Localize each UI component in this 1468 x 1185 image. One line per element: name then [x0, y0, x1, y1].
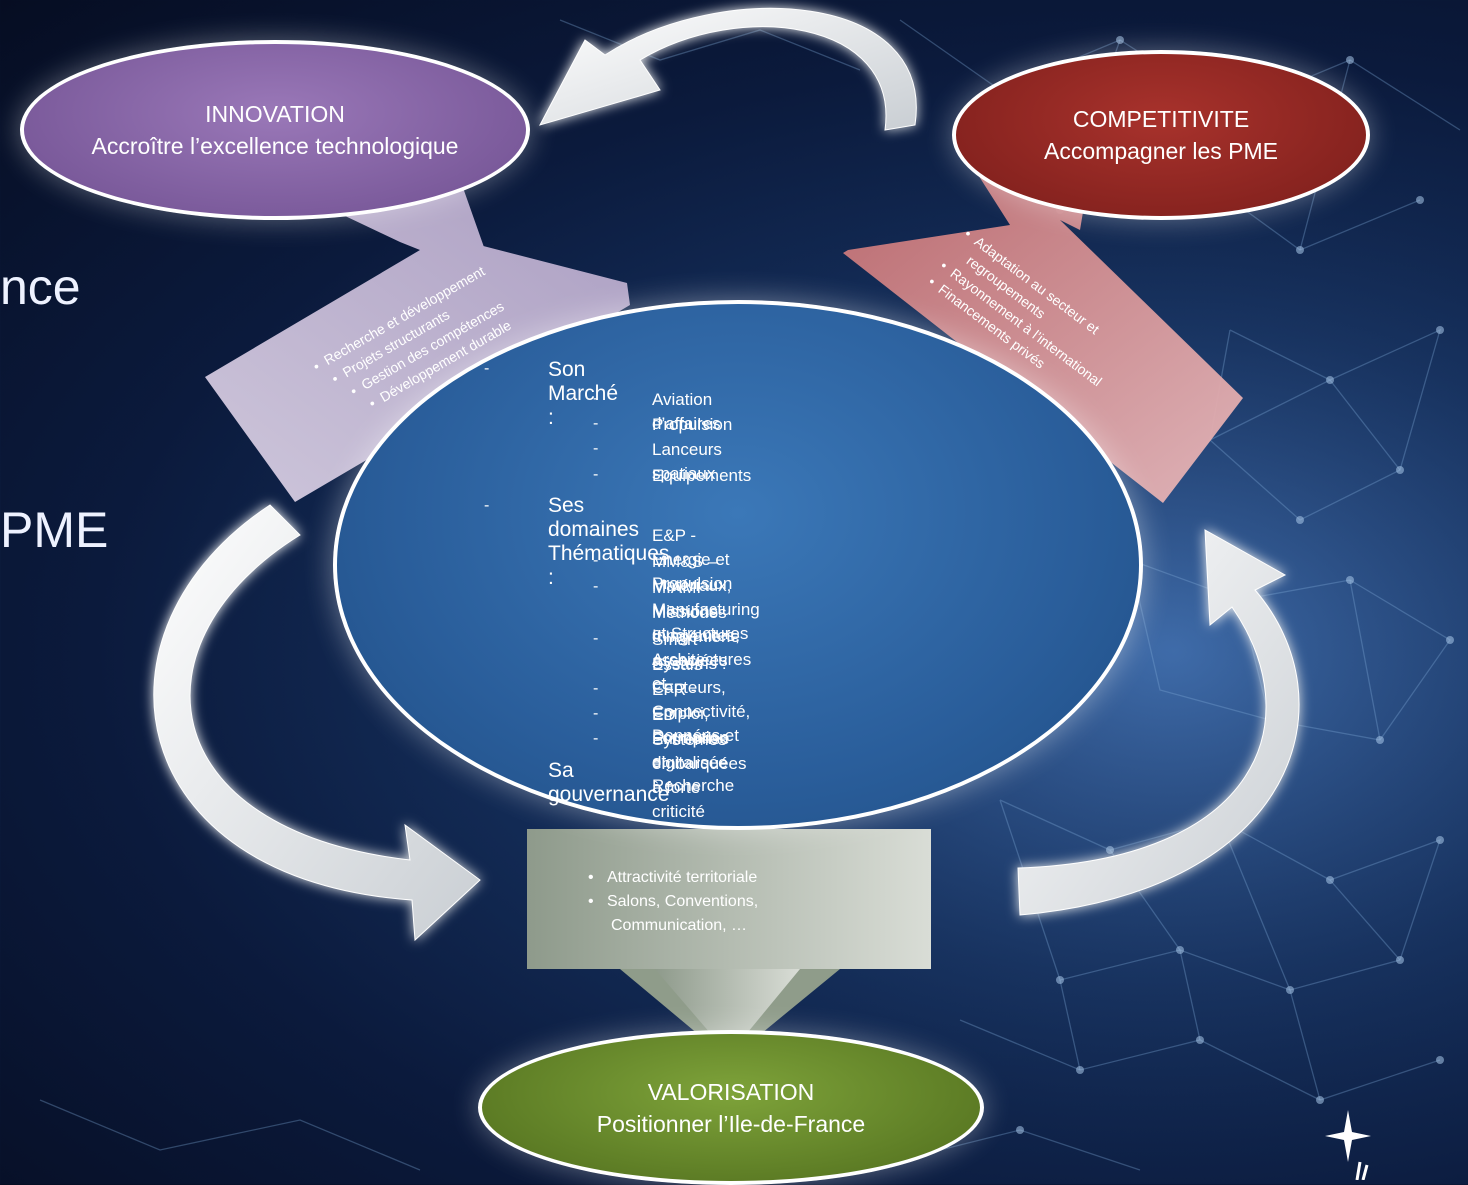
dash: -: [593, 680, 599, 697]
valorisation-node: VALORISATION Positionner l’Ile-de-France: [478, 1030, 984, 1185]
dash: -: [593, 630, 599, 647]
valorisation-item: • Salons, Conventions,: [588, 893, 759, 910]
bullet: •: [310, 358, 323, 375]
dash: -: [593, 466, 599, 483]
competitivite-node: COMPETITIVITE Accompagner les PME: [952, 50, 1370, 220]
marche-item: Aviation d’affaires: [652, 390, 721, 433]
arrow-top: [539, 7, 917, 131]
domaine-item: Systèmes embarquées à forte criticité: [652, 730, 747, 821]
marche-item: Lanceurs spatiaux: [652, 440, 722, 483]
bullet: •: [347, 382, 360, 400]
competitivite-title: COMPETITIVITE: [1072, 106, 1250, 132]
dash: -: [484, 360, 490, 377]
dash: -: [593, 526, 599, 543]
valorisation-title: VALORISATION: [647, 1078, 815, 1105]
dash: -: [593, 390, 599, 407]
bullet: •: [937, 257, 951, 274]
dash: -: [593, 730, 599, 747]
bullet: •: [366, 395, 379, 412]
dash: -: [593, 440, 599, 457]
bullet: •: [961, 225, 975, 242]
dash: -: [593, 552, 599, 569]
valorisation-item: • Attractivité territoriale: [588, 869, 758, 886]
bullet: •: [925, 273, 939, 290]
innovation-node: INNOVATION Accroître l’excellence techno…: [20, 40, 530, 220]
marche-label: Son Marché :: [548, 358, 619, 429]
marche-item: Equipements: [652, 466, 752, 485]
domaines-label: Ses domaines Thématiques :: [548, 494, 670, 589]
sparkle-logo-icon: [1325, 1110, 1371, 1180]
innovation-title: INNOVATION: [205, 101, 345, 127]
background-text-1: nce: [0, 259, 81, 315]
arrow-left: [153, 504, 481, 942]
dash: -: [484, 497, 490, 514]
gouvernance-label: Sa gouvernance: [548, 759, 670, 806]
valorisation-subtitle: Positionner l’Ile-de-France: [596, 1110, 866, 1137]
marche-item: Propulsion: [652, 415, 733, 434]
innovation-subtitle: Accroître l’excellence technologique: [91, 133, 459, 159]
competitivite-subtitle: Accompagner les PME: [1044, 138, 1278, 164]
dash: -: [593, 415, 599, 432]
domaine-item-continued: Essais: [652, 655, 703, 674]
domaine-item: MIAMI – Missions Innovantes, Architectur…: [652, 578, 752, 693]
domaine-item-continued: Méthodes d’Ingénierie associées: [652, 603, 740, 670]
domaine-item: Smart Systems : Capteurs, Connectivité, …: [652, 630, 751, 745]
valorisation-item-continued: Communication, …: [611, 917, 748, 934]
bullet: •: [588, 893, 594, 910]
domaine-item: E&P - Energie et Propulsion: [652, 526, 733, 593]
center-node: [333, 300, 1143, 830]
dash: -: [484, 762, 490, 779]
bullet: •: [588, 869, 594, 886]
bullet: •: [328, 370, 341, 387]
dash: -: [593, 705, 599, 722]
domaine-item: ED – Entreprise digitalisée: [652, 705, 730, 772]
domaine-item: MM&S – Matériaux, Manufacturing et Struc…: [652, 552, 760, 643]
domaine-item: EFR - Emploi, Formation et Recherche: [652, 680, 735, 795]
dash: -: [593, 578, 599, 595]
background-text-2: PME: [0, 502, 109, 558]
arrow-right: [1017, 529, 1300, 916]
